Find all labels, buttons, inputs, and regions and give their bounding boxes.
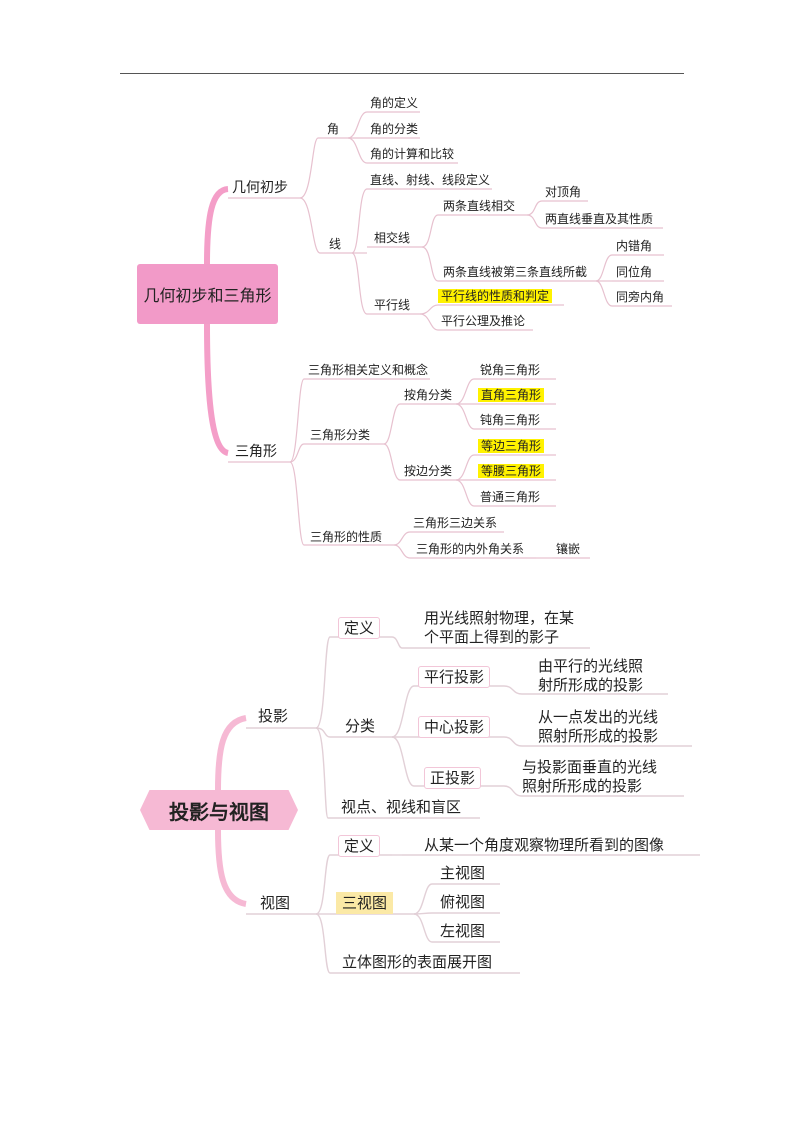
node-gongli: 平行公理及推论 <box>441 314 526 328</box>
node-dun: 钝角三角形 <box>480 413 541 427</box>
node-anjiao: 按角分类 <box>404 388 453 402</box>
node-dengbian: 等边三角形 <box>478 439 545 453</box>
node-xiangqian: 镶嵌 <box>556 542 581 556</box>
node-zty-line1: 与投影面垂直的光线 <box>522 758 658 776</box>
node-putong: 普通三角形 <box>480 490 541 504</box>
node-rui: 锐角三角形 <box>480 363 541 377</box>
node-xian: 线 <box>329 237 342 251</box>
node-zty-line2: 照射所形成的投影 <box>522 777 643 795</box>
node-touying: 投影 <box>258 707 289 725</box>
node-st-dingyi: 定义 <box>338 835 381 857</box>
node-pxty: 平行投影 <box>418 666 491 688</box>
node-pxty-line1: 由平行的光线照 <box>538 657 644 675</box>
node-zuoshitu: 左视图 <box>440 922 486 940</box>
node-zxty-line2: 照射所形成的投影 <box>538 727 659 745</box>
node-beisan: 两条直线被第三条直线所截 <box>443 265 588 279</box>
root-node-projection: 投影与视图 <box>140 790 298 830</box>
node-anbian: 按边分类 <box>404 464 453 478</box>
node-sj-xz: 三角形的性质 <box>310 530 383 544</box>
node-sanjiao: 三角形 <box>235 444 277 460</box>
node-neicuo: 内错角 <box>616 239 653 253</box>
node-sanbian: 三角形三边关系 <box>413 516 498 530</box>
node-sanshitu: 三视图 <box>336 892 394 914</box>
node-pxty-line2: 射所形成的投影 <box>538 676 644 694</box>
node-fenlei: 分类 <box>345 717 376 735</box>
node-tongwei: 同位角 <box>616 265 653 279</box>
node-shitu: 视图 <box>260 894 291 912</box>
node-pingxing: 平行线 <box>374 298 411 312</box>
node-zhi: 直角三角形 <box>478 388 545 402</box>
node-dengyao: 等腰三角形 <box>478 464 545 478</box>
node-liangtiao: 两条直线相交 <box>443 199 516 213</box>
root-node-geometry: 几何初步和三角形 <box>137 264 278 324</box>
node-jiao: 角 <box>327 122 340 136</box>
node-zxty-line1: 从一点发出的光线 <box>538 708 659 726</box>
node-zxty: 中心投影 <box>418 716 491 738</box>
node-shidian: 视点、视线和盲区 <box>341 798 462 816</box>
node-duiding: 对顶角 <box>545 185 582 199</box>
node-jihe-chubu: 几何初步 <box>232 180 288 196</box>
node-zty: 正投影 <box>424 767 482 789</box>
node-pxxz: 平行线的性质和判定 <box>438 289 553 303</box>
node-jiao-def: 角的定义 <box>370 96 419 110</box>
node-tongpang: 同旁内角 <box>616 290 665 304</box>
node-neiwai: 三角形的内外角关系 <box>416 542 525 556</box>
node-zhankai: 立体图形的表面展开图 <box>342 953 493 971</box>
node-sj-cls: 三角形分类 <box>310 428 371 442</box>
node-dingyi-line2: 个平面上得到的影子 <box>424 628 560 646</box>
node-dingyi: 定义 <box>338 617 381 639</box>
node-xiangjiao: 相交线 <box>374 231 411 245</box>
node-fushitu: 俯视图 <box>440 893 486 911</box>
top-rule <box>120 73 684 74</box>
node-dingyi-line1: 用光线照射物理，在某 <box>424 609 575 627</box>
node-jiao-cls: 角的分类 <box>370 122 419 136</box>
node-chuizhi: 两直线垂直及其性质 <box>545 212 654 226</box>
node-jiao-calc: 角的计算和比较 <box>370 147 455 161</box>
node-sj-def: 三角形相关定义和概念 <box>308 363 429 377</box>
node-line-def: 直线、射线、线段定义 <box>370 173 491 187</box>
node-st-dingyi-text: 从某一个角度观察物理所看到的图像 <box>424 836 665 854</box>
node-zhushitu: 主视图 <box>440 864 486 882</box>
